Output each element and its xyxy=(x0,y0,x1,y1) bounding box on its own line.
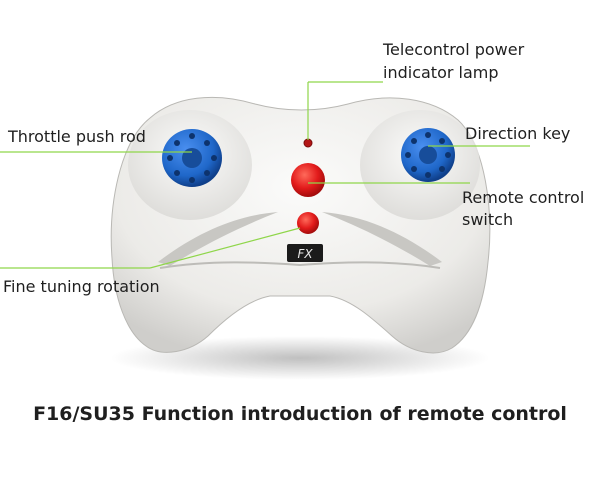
direction-stick-icon xyxy=(401,128,455,182)
throttle-stick-icon xyxy=(162,129,222,187)
label-throttle: Throttle push rod xyxy=(7,127,146,146)
controller-shadow xyxy=(110,336,490,380)
label-fine-tuning: Fine tuning rotation xyxy=(3,277,160,296)
label-power-lamp-line2: indicator lamp xyxy=(383,63,499,82)
fine-tuning-button-icon xyxy=(297,212,319,234)
label-direction: Direction key xyxy=(465,124,570,143)
diagram-caption: F16/SU35 Function introduction of remote… xyxy=(33,403,567,425)
leader-line-fine-tuning-v xyxy=(149,227,301,269)
leader-lines xyxy=(0,81,530,269)
fx-badge: FX xyxy=(287,244,323,262)
fx-badge-text: FX xyxy=(297,247,313,261)
label-switch-line2: switch xyxy=(462,210,513,229)
label-switch-line1: Remote control xyxy=(462,188,584,207)
label-power-lamp-line1: Telecontrol power xyxy=(382,40,525,59)
remote-control-switch-icon xyxy=(291,163,325,197)
power-indicator-lamp-icon xyxy=(303,138,313,148)
